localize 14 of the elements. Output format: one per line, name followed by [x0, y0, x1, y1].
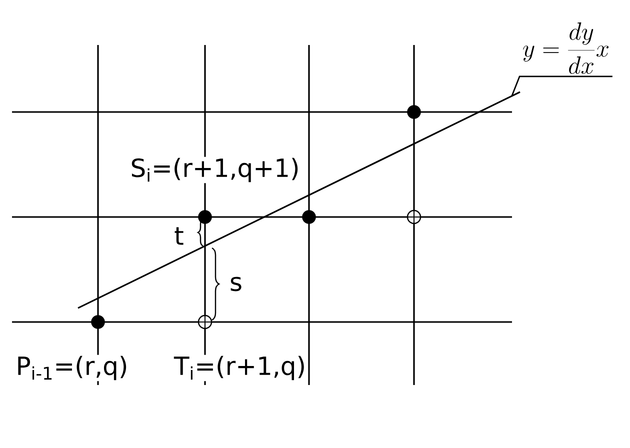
filled-point [198, 210, 212, 224]
open-point [406, 210, 422, 224]
gap-label: t [173, 226, 185, 246]
open-point [198, 314, 212, 330]
filled-point [302, 210, 316, 224]
formula-label: $y=\frac{dy}{dx}x$ [523, 22, 609, 74]
leader-line [511, 76, 612, 96]
point-label: P$_{i-1}$=(r,q) [14, 354, 130, 382]
filled-point [407, 105, 421, 119]
point-label: S$_{i}$=(r+1,q+1) [129, 156, 301, 184]
gap-label: s [228, 276, 244, 292]
point-label: T$_{i}$=(r+1,q) [172, 354, 308, 382]
sloped-line [78, 91, 520, 309]
filled-point [91, 315, 105, 329]
